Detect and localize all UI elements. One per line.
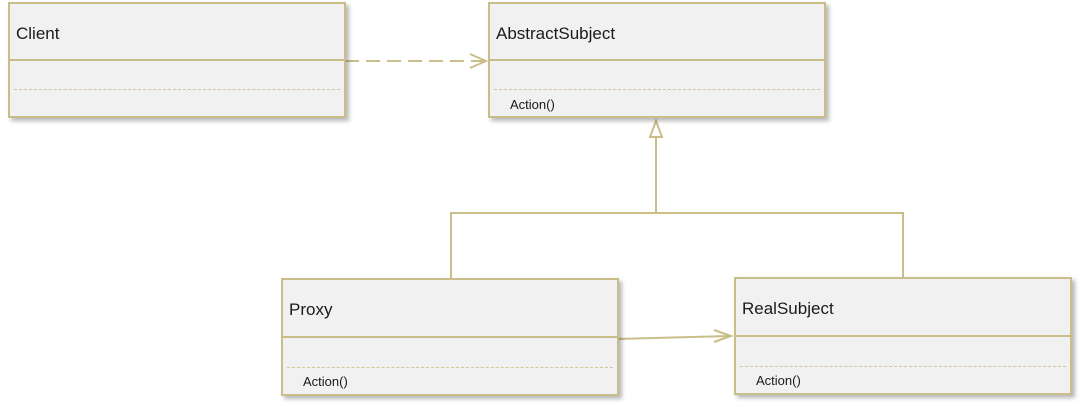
dependency-open-arrowhead [469,53,489,69]
class-proxy[interactable]: Proxy Action() [281,278,619,396]
class-abstract-subject-operation: Action() [510,97,555,112]
association-open-arrowhead [713,329,735,343]
class-real-subject-name-separator [736,335,1070,337]
class-proxy-name: Proxy [289,300,333,319]
class-proxy-operation: Action() [303,374,348,389]
generalization-connector [450,137,904,278]
class-real-subject-operation: Action() [756,373,801,388]
class-client-name-separator [10,59,344,61]
class-abstract-subject-name: AbstractSubject [496,24,616,43]
class-client-name: Client [16,24,60,43]
class-proxy-attribute-separator [287,367,613,368]
class-abstract-subject-attribute-separator [494,89,820,90]
class-abstract-subject[interactable]: AbstractSubject Action() [488,2,826,118]
class-client[interactable]: Client [8,2,346,118]
generalization-triangle-arrowhead [648,118,664,138]
class-proxy-name-separator [283,336,617,338]
class-real-subject[interactable]: RealSubject Action() [734,277,1072,395]
class-real-subject-name: RealSubject [742,299,834,318]
class-abstract-subject-name-separator [490,59,824,61]
class-real-subject-attribute-separator [740,366,1066,367]
association-proxy-realsubject [616,335,731,340]
class-client-attribute-separator [14,89,340,90]
